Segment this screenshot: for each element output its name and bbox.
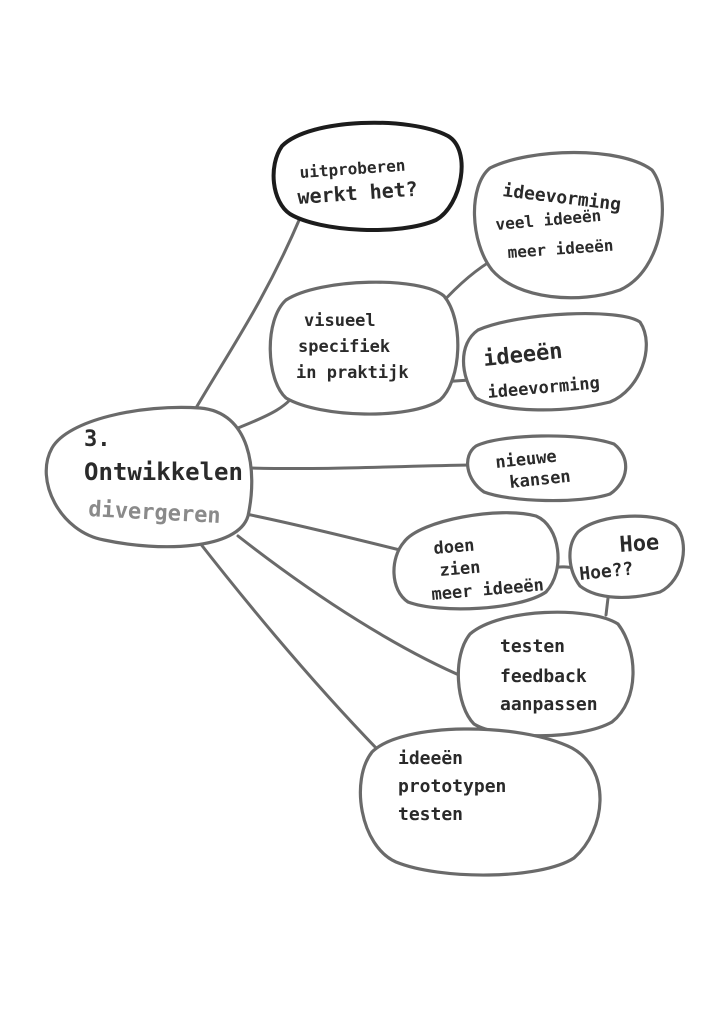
connector-hoe-testen bbox=[604, 596, 610, 617]
connector-testen bbox=[236, 534, 468, 680]
bubble-ideeen bbox=[461, 312, 648, 412]
visueel-line-3: in praktijk bbox=[296, 363, 409, 383]
central-bubble bbox=[44, 405, 254, 549]
connector-doen bbox=[244, 512, 410, 554]
bubble-prototypen bbox=[358, 727, 602, 877]
bubble-doen bbox=[392, 511, 560, 611]
prototypen-line-3: testen bbox=[398, 804, 463, 825]
prototypen-line-2: prototypen bbox=[398, 776, 506, 797]
bubble-ideevorming bbox=[472, 150, 664, 300]
bubble-testen bbox=[456, 610, 635, 738]
prototypen-line-1: ideeën bbox=[398, 748, 463, 769]
doen-line-2: zien bbox=[439, 557, 482, 580]
connector-uitproberen bbox=[194, 216, 302, 410]
connector-prototypen bbox=[194, 536, 380, 752]
bubbles bbox=[44, 120, 685, 877]
bubble-visueel bbox=[268, 280, 460, 416]
hoe-line-1: Hoe bbox=[619, 530, 660, 558]
bubble-hoe bbox=[568, 514, 685, 599]
testen-line-3: aanpassen bbox=[500, 694, 598, 715]
bubble-labels: uitproberen werkt het? ideevorming veel … bbox=[296, 156, 660, 825]
bubble-kansen bbox=[466, 434, 628, 503]
visueel-line-2: specifiek bbox=[298, 337, 390, 357]
center-number: 3. bbox=[84, 427, 111, 452]
testen-line-2: feedback bbox=[500, 666, 587, 687]
center-title: Ontwikkelen bbox=[84, 458, 243, 486]
visueel-line-1: visueel bbox=[304, 311, 376, 331]
doen-line-1: doen bbox=[433, 535, 476, 558]
bubble-uitproberen bbox=[271, 120, 464, 232]
testen-line-1: testen bbox=[500, 636, 565, 657]
connector-kansen bbox=[248, 463, 472, 471]
central-topic: 3. Ontwikkelen divergeren bbox=[84, 427, 243, 529]
